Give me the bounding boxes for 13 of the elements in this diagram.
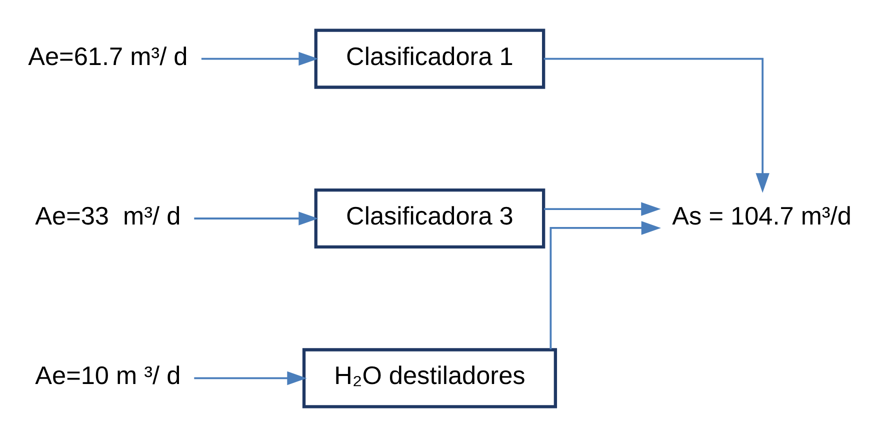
arrow — [194, 211, 318, 225]
node-text: As = 104.7 m³/d — [672, 202, 852, 230]
node-text: Ae=10 m ³/ d — [35, 362, 181, 390]
node-box: H₂O destiladores — [302, 348, 558, 408]
arrow — [544, 57, 770, 192]
node-text: Ae=61.7 m³/ d — [28, 42, 188, 70]
arrow — [201, 51, 318, 66]
arrow — [194, 370, 307, 385]
node-box: Clasificadora 1 — [314, 28, 546, 88]
arrow — [550, 220, 661, 349]
node-text: Ae=33 m³/ d — [35, 202, 181, 230]
node-box: Clasificadora 3 — [314, 188, 546, 248]
arrow — [544, 202, 661, 216]
